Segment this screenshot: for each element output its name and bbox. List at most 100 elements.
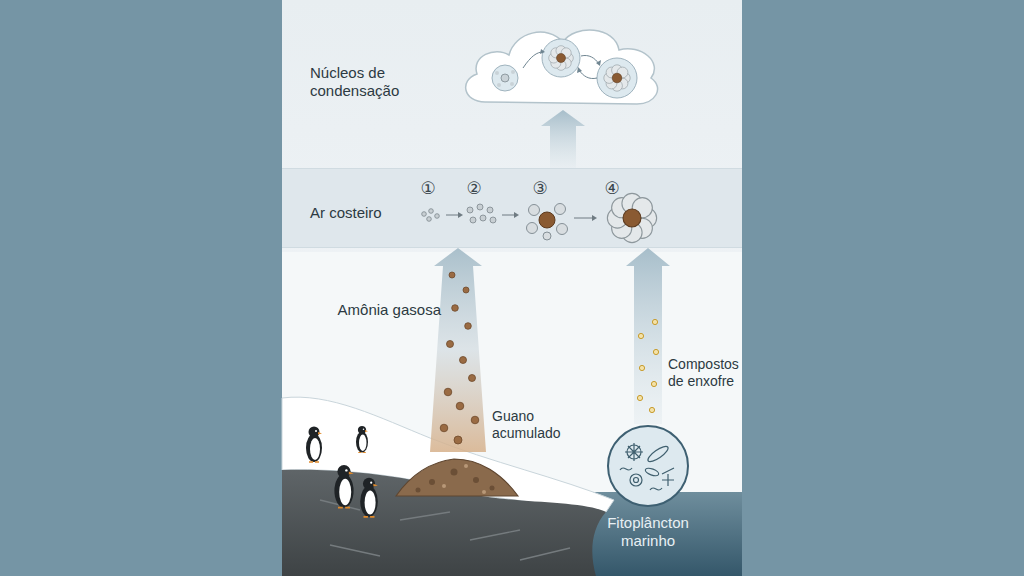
illustration-part: [282, 168, 742, 169]
illustration-part: [539, 212, 555, 228]
illustration-part: [435, 214, 440, 219]
illustration-part: [482, 490, 486, 494]
illustration-part: [490, 217, 496, 223]
penguin: [356, 426, 368, 453]
illustration-part: [454, 436, 462, 444]
illustration-part: [422, 212, 427, 217]
guano-pile: [392, 452, 522, 498]
arrow-label: Amônia gasosa: [333, 301, 441, 319]
illustration-part: [511, 70, 515, 74]
illustration-part: [490, 486, 495, 491]
coastal-air-band: Ar costeiro: [282, 168, 742, 248]
phytoplankton-circle: [606, 424, 690, 508]
illustration-part: [464, 464, 468, 468]
illustration-part: [543, 232, 551, 240]
illustration-part: [463, 287, 469, 293]
phytoplankton-node: Fitoplâncton marinho: [606, 424, 690, 508]
illustration-part: [460, 357, 467, 364]
callout-number: ③: [531, 178, 549, 198]
illustration-part: [502, 215, 514, 216]
illustration-part: [442, 484, 446, 488]
illustration-part: [557, 224, 568, 235]
illustration-part: [597, 58, 637, 98]
callout-number: ②: [465, 178, 483, 198]
illustration-part: [452, 305, 459, 312]
illustration-part: [282, 247, 742, 248]
illustration-part: [527, 204, 568, 241]
illustration-part: [625, 443, 643, 461]
illustration-part: [429, 209, 434, 214]
illustration-part: [467, 207, 473, 213]
illustration-part: [487, 207, 493, 213]
illustration-part: [469, 375, 476, 382]
illustration-part: [639, 365, 644, 370]
sulfur-dots: [637, 319, 658, 412]
cloud-node: Núcleos de condensação: [300, 18, 670, 110]
illustration-part: [465, 323, 472, 330]
illustration-part: [497, 83, 501, 87]
illustration-part: [577, 67, 582, 73]
illustration-part: [449, 272, 455, 278]
illustration-part: [638, 333, 643, 338]
panel-ground: [282, 0, 742, 576]
illustration-part: [471, 416, 479, 424]
illustration-part: [653, 349, 658, 354]
illustration-part: [581, 55, 599, 64]
penguin: [334, 465, 353, 508]
flow-arrow: [626, 248, 670, 424]
node-caption: Guano acumulado: [492, 408, 572, 442]
illustration-part: [540, 49, 545, 54]
illustration-part: [514, 212, 519, 218]
illustration-part: [637, 395, 642, 400]
illustration-part: [444, 388, 452, 396]
illustration-part: [429, 479, 435, 485]
illustration-part: [630, 474, 642, 486]
flow-arrow: [541, 110, 585, 168]
illustration-part: [480, 215, 486, 221]
illustration-part: [662, 468, 674, 486]
illustration-part: [495, 71, 499, 75]
illustration-part: [555, 204, 566, 215]
illustration-part: [470, 217, 476, 223]
illustration-part: [456, 402, 464, 410]
penguin: [306, 427, 322, 463]
illustration-part: [607, 193, 656, 242]
illustration-part: [549, 46, 574, 71]
illustration-part: [542, 39, 580, 77]
illustration-part: [646, 444, 670, 464]
illustration-part: [634, 478, 639, 483]
illustration-part: [604, 65, 630, 91]
illustration-part: [416, 488, 421, 493]
illustration-part: [652, 319, 657, 324]
illustration-part: [592, 215, 597, 221]
illustration-part: [416, 469, 495, 493]
illustration-part: [523, 52, 543, 68]
callout-number: ④: [603, 178, 621, 198]
illustration-part: [650, 488, 662, 490]
guano-node: Guano acumulado: [392, 452, 522, 498]
illustration-part: [501, 74, 509, 82]
illustration-part: [427, 217, 432, 222]
illustration-part: [422, 209, 440, 222]
band-label: Ar costeiro: [310, 204, 420, 222]
illustration-part: [442, 464, 486, 494]
illustration-part: [473, 477, 479, 483]
lower-ground: [282, 252, 742, 576]
node-heading: Núcleos de condensação: [310, 64, 430, 100]
illustration-part: [620, 468, 632, 470]
side-band: [0, 0, 282, 576]
illustration-part: [529, 205, 540, 216]
illustration-part: [527, 223, 538, 234]
illustration-part: [466, 30, 658, 104]
illustration-part: [649, 407, 654, 412]
side-band: [742, 0, 1024, 576]
illustration-part: [510, 82, 514, 86]
illustration-part: [579, 70, 597, 79]
arrow-label: Compostos de enxofre: [668, 356, 740, 390]
illustration-part: [651, 381, 656, 386]
ammonia-dots: [440, 272, 479, 444]
illustration-part: [492, 65, 518, 91]
rock-cracks: [320, 500, 570, 560]
